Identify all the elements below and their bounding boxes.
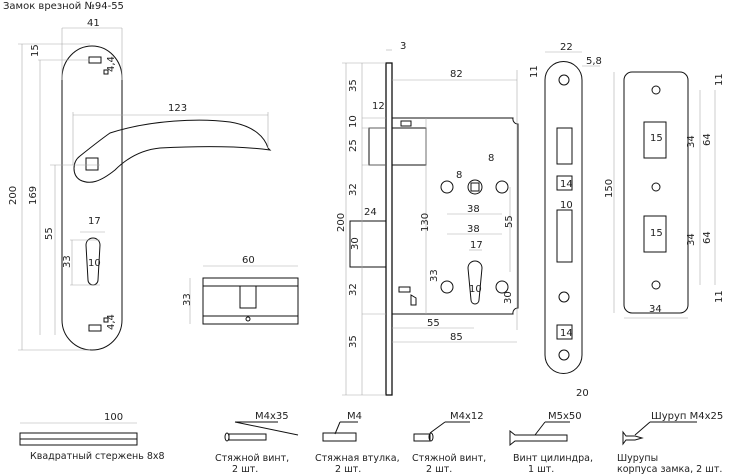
- dim-label: 150: [604, 179, 615, 198]
- dim-label: 10: [560, 200, 573, 211]
- dim-label: 4,4: [106, 314, 117, 330]
- dim-label: 130: [420, 213, 431, 232]
- dim-label: Шуруп M4x25: [651, 411, 723, 422]
- dim-label: 30: [503, 291, 514, 304]
- dim-label: 60: [242, 255, 255, 266]
- dim-label: 41: [87, 18, 100, 29]
- dim-label: 11: [714, 73, 725, 86]
- dim-label: 15: [30, 44, 41, 57]
- dim-label: 3: [400, 41, 406, 52]
- dim-label: 10: [88, 258, 101, 269]
- dim-label: 55: [44, 227, 55, 240]
- dim-label: 34: [686, 135, 697, 148]
- dim-label: 17: [470, 240, 483, 251]
- dim-label: M5x50: [548, 411, 582, 422]
- dead-bolt: [349, 220, 387, 268]
- dim-label: 38: [467, 224, 480, 235]
- dim-label: 85: [450, 332, 463, 343]
- accessory-screw-m4x35: M4x35 Стяжной винт, 2 шт.: [215, 411, 299, 475]
- dim-label: 55: [504, 215, 515, 228]
- lever-handle: [73, 119, 272, 183]
- dim-label: 25: [348, 139, 359, 152]
- latch-bolt: [368, 127, 387, 166]
- dim-label: 15: [650, 228, 663, 239]
- caption: Стяжной винт,: [412, 453, 486, 464]
- strike-plate-drawing: 150 11 15 34 64 15 34 64 11 34: [604, 71, 725, 319]
- accessory-screw-m4x12: M4x12 Стяжной винт, 2 шт.: [412, 411, 486, 475]
- dim-label: 8: [488, 153, 494, 164]
- spindle-square: [85, 157, 99, 171]
- caption: 2 шт.: [232, 464, 258, 475]
- dim-label: M4x35: [255, 411, 289, 422]
- dim-label: 4,4: [106, 56, 117, 72]
- dim-label: M4: [347, 411, 362, 422]
- caption: 2 шт.: [335, 464, 361, 475]
- caption: корпуса замка, 2 шт.: [617, 464, 722, 475]
- faceplate-drawing: 22 5,8 11 14 10 14 20: [529, 42, 602, 399]
- dim-label: 10: [348, 115, 359, 128]
- dim-label: 5,8: [586, 56, 602, 67]
- dim-label: 20: [576, 388, 589, 399]
- dim-label: 12: [372, 101, 385, 112]
- dim-label: 24: [364, 207, 377, 218]
- dim-label: 17: [88, 216, 101, 227]
- dim-label: 64: [702, 231, 713, 244]
- dim-label: 10: [469, 284, 482, 295]
- dim-label: 11: [529, 65, 540, 78]
- caption: Винт цилиндра,: [513, 453, 593, 464]
- dim-label: 22: [560, 42, 573, 53]
- handle-drawing: 41 15 4,4 123 200 169 17 55 33 10 4,4: [8, 18, 272, 351]
- dim-label: 33: [182, 293, 193, 306]
- dim-label: 100: [104, 412, 123, 423]
- cylinder-cutout: [85, 237, 101, 286]
- dim-label: 8: [456, 170, 462, 181]
- caption: Стяжной винт,: [215, 453, 289, 464]
- dim-label: 30: [350, 237, 361, 250]
- caption: 1 шт.: [528, 464, 554, 475]
- caption: Стяжная втулка,: [315, 453, 400, 464]
- accessory-square-spindle: 100 Квадратный стержень 8х8: [19, 412, 165, 462]
- dim-label: 35: [348, 335, 359, 348]
- dim-label: 11: [714, 290, 725, 303]
- dim-label: 32: [348, 283, 359, 296]
- dim-label: 14: [560, 179, 573, 190]
- cylinder-drawing: 60 33: [182, 255, 299, 325]
- dim-label: 33: [429, 269, 440, 282]
- dim-label: 34: [686, 233, 697, 246]
- dim-label: 200: [336, 213, 347, 232]
- dim-label: 14: [560, 328, 573, 339]
- dim-label: 34: [649, 304, 662, 315]
- dim-label: 64: [702, 133, 713, 146]
- cylinder-hole: [467, 260, 483, 305]
- dim-label: 35: [348, 79, 359, 92]
- lock-faceplate: [385, 62, 393, 396]
- dim-label: 32: [348, 183, 359, 196]
- accessory-cylinder-screw-m5x50: M5x50 Винт цилиндра, 1 шт.: [509, 411, 593, 475]
- lock-body-drawing: 3 82 35 12 10 25 32 24 200 30 130 8 8 38…: [336, 41, 519, 396]
- dim-label: 82: [450, 69, 463, 80]
- drawing-title: Замок врезной №94-55: [3, 1, 124, 12]
- dim-label: 38: [467, 204, 480, 215]
- dim-label: M4x12: [450, 411, 484, 422]
- dim-label: 55: [427, 318, 440, 329]
- caption: Шурупы: [617, 453, 658, 464]
- dim-label: 123: [168, 103, 187, 114]
- caption: 2 шт.: [426, 464, 452, 475]
- accessory-sleeve-m4: M4 Стяжная втулка, 2 шт.: [315, 411, 400, 475]
- dim-label: 33: [62, 255, 73, 268]
- dim-label: 15: [650, 133, 663, 144]
- accessory-wood-screw-m4x25: Шуруп M4x25 Шурупы корпуса замка, 2 шт.: [617, 411, 723, 475]
- caption: Квадратный стержень 8х8: [30, 451, 165, 462]
- dim-label: 169: [28, 186, 39, 205]
- dim-label: 200: [8, 186, 19, 205]
- handle-plate-outline: [61, 45, 123, 351]
- lock-case: [392, 117, 519, 315]
